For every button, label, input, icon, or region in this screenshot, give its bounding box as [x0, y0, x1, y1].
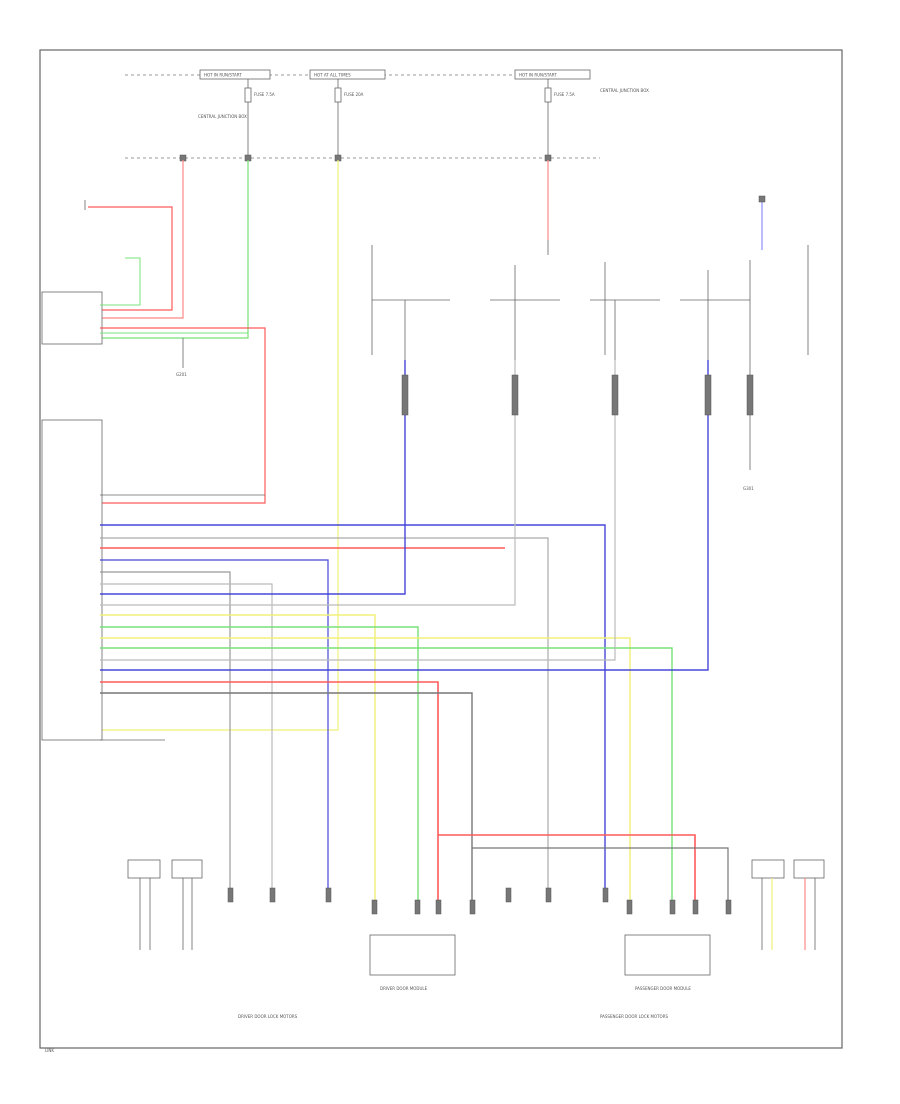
wire-blue-3	[100, 360, 406, 595]
wire-gray-3	[100, 583, 273, 900]
vertical-connector	[511, 374, 519, 416]
wire-gray-5	[100, 360, 616, 661]
wire-blue-2	[100, 559, 329, 900]
bottom-connector	[545, 887, 552, 903]
fuse-box-mid-label: HOT AT ALL TIMES	[314, 73, 351, 78]
wire-dark-1	[100, 692, 473, 900]
wire-yellow-2	[100, 614, 376, 900]
fuse-box-left-label: HOT IN RUN/START	[204, 73, 242, 78]
fuse-box-right	[514, 69, 591, 80]
control-module-upper	[41, 291, 103, 345]
wire-gray-4	[100, 360, 516, 606]
passenger-door-module-label: PASSENGER DOOR MODULE	[635, 986, 691, 991]
bottom-connector	[505, 887, 512, 903]
vertical-connector	[611, 374, 619, 416]
wire-gray-2	[100, 571, 231, 900]
wire-red-4	[438, 834, 696, 900]
vertical-connector	[746, 374, 754, 416]
wire-dark-2	[472, 847, 729, 900]
bottom-connector	[269, 887, 276, 903]
vertical-connector	[704, 374, 712, 416]
fuse-box-left	[199, 69, 271, 80]
bottom-connector	[602, 887, 609, 903]
fuse-box-right-label: HOT IN RUN/START	[519, 73, 557, 78]
diagram-frame	[39, 49, 843, 1049]
bottom-connector	[435, 899, 442, 915]
wire-blue-4	[100, 360, 709, 671]
bottom-connector	[414, 899, 421, 915]
wire-green-2	[100, 626, 419, 900]
fuse-c-icon	[544, 87, 552, 103]
ground-g2-label: G301	[743, 486, 754, 491]
driver-lock-component	[171, 859, 203, 879]
passenger-lock-component	[793, 859, 825, 879]
wire-blue-1	[100, 524, 606, 900]
driver-door-module-box	[369, 934, 456, 976]
control-module-main	[41, 419, 103, 741]
fuse-box-mid	[309, 69, 386, 80]
vertical-connector	[401, 374, 409, 416]
ground-g1-label: G201	[176, 372, 187, 377]
fuse-b-icon	[334, 87, 342, 103]
wire-red-loop	[100, 327, 266, 504]
bottom-connector	[325, 887, 332, 903]
front-doors-note: DRIVER DOOR LOCK MOTORS	[238, 1014, 298, 1019]
wire-red-3	[100, 681, 439, 900]
driver-switch-component	[127, 859, 161, 879]
central-junction-right-label: CENTRAL JUNCTION BOX	[600, 88, 649, 93]
fuse-b-label: FUSE 20A	[344, 92, 364, 97]
wire-yellow-feed	[100, 160, 339, 731]
bottom-connector	[469, 899, 476, 915]
bottom-connector-row	[227, 887, 732, 915]
fuse-a-label: FUSE 7.5A	[254, 92, 275, 97]
passenger-doors-note: PASSENGER DOOR LOCK MOTORS	[600, 1014, 668, 1019]
passenger-door-module-box	[624, 934, 711, 976]
central-junction-left-label: CENTRAL JUNCTION BOX	[198, 114, 247, 119]
bottom-connector	[669, 899, 676, 915]
wire-gray-1	[100, 537, 549, 900]
wire-red-drop	[100, 160, 184, 319]
driver-door-module-label: DRIVER DOOR MODULE	[380, 986, 428, 991]
bottom-connector	[725, 899, 732, 915]
bottom-connector	[227, 887, 234, 903]
wire-green-3	[100, 647, 673, 900]
connector-right-top	[758, 195, 766, 203]
bottom-connector	[692, 899, 699, 915]
bottom-tag: LINK	[45, 1048, 54, 1053]
wire-green-drop	[100, 160, 249, 339]
fuse-a-icon	[244, 87, 252, 103]
bottom-connector	[371, 899, 378, 915]
wire-red-switch	[88, 206, 173, 311]
bottom-connector	[626, 899, 633, 915]
wire-green-small	[100, 257, 141, 306]
wire-yellow-3	[100, 637, 631, 900]
vertical-connector-row	[401, 374, 754, 416]
passenger-switch-component	[751, 859, 785, 879]
fuse-c-label: FUSE 7.5A	[554, 92, 575, 97]
